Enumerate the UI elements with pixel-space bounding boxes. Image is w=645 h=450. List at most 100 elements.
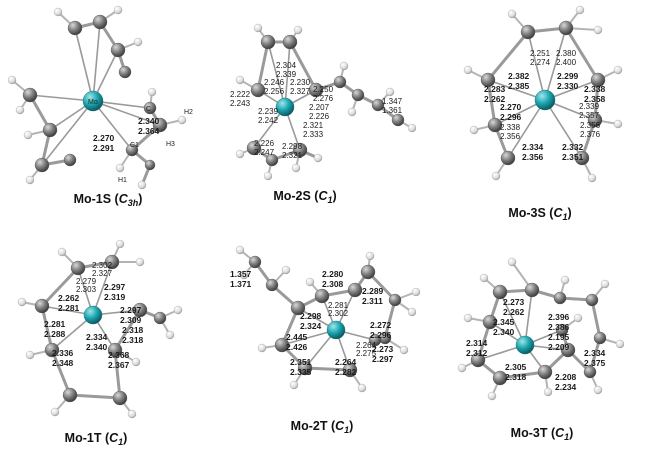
- molecule-mo-1s: [7, 5, 187, 190]
- distance-labels-mo-3t: 2.273 2.262 2.396 2.386 2.345 2.340 2.31…: [466, 297, 606, 392]
- distance-labels-mo-3s: 2.251 2.274 2.380 2.400 2.382 2.385 2.29…: [484, 49, 606, 162]
- distance-label: 2.357: [579, 111, 600, 120]
- distance-label: 2.340: [138, 116, 160, 126]
- distance-label: 2.321: [303, 121, 324, 130]
- distance-label: 2.367: [108, 360, 130, 370]
- distance-label: 2.275: [356, 349, 377, 358]
- distance-label: 2.288: [44, 329, 66, 339]
- distance-label: 2.309: [120, 315, 142, 325]
- distance-label: 2.376: [580, 130, 601, 139]
- distance-label: 2.345: [493, 317, 515, 327]
- distance-label: 2.334: [86, 332, 108, 342]
- distance-labels-mo-2s: 2.304 2.339 2.246 2.256 2.230 2.327 2.25…: [230, 61, 403, 160]
- distance-label: 2.281: [328, 301, 349, 310]
- distance-label: 2.296: [370, 330, 392, 340]
- distance-label: 2.351: [290, 357, 312, 367]
- atom-label: H3: [166, 141, 175, 148]
- distance-label: 2.445: [286, 332, 308, 342]
- distance-label: 2.262: [503, 307, 525, 317]
- panel-mo-1s: Mo C H2 H3 C1 H1 2.340 2.364 2.270 2.291…: [7, 5, 193, 208]
- distance-label: 2.281: [44, 319, 66, 329]
- distance-label: 2.195: [548, 332, 570, 342]
- distance-label: 2.339: [579, 102, 600, 111]
- distance-label: 1.371: [230, 279, 252, 289]
- distance-label: 2.380: [556, 49, 577, 58]
- distance-label: 2.340: [493, 327, 515, 337]
- distance-label: 2.243: [230, 99, 251, 108]
- distance-label: 2.298: [282, 142, 303, 151]
- distance-label: 2.356: [580, 121, 601, 130]
- distance-label: 2.356: [522, 152, 544, 162]
- distance-label: 2.338: [500, 123, 521, 132]
- panel-mo-3s: 2.251 2.274 2.380 2.400 2.382 2.385 2.29…: [463, 5, 623, 222]
- distance-label: 2.282: [335, 367, 357, 377]
- distance-label: 2.396: [548, 312, 570, 322]
- distance-label: 2.314: [466, 338, 488, 348]
- distance-label: 2.338: [584, 84, 606, 94]
- distance-label: 2.273: [503, 297, 525, 307]
- distance-label: 2.274: [530, 58, 551, 67]
- distance-label: 2.291: [93, 143, 115, 153]
- distance-label: 2.209: [548, 342, 570, 352]
- distance-label: 2.302: [92, 261, 113, 270]
- panel-mo-2s: 2.304 2.339 2.246 2.256 2.230 2.327 2.25…: [230, 23, 417, 205]
- distance-label: 2.276: [313, 94, 334, 103]
- distance-label: 2.375: [584, 358, 606, 368]
- distance-label: 2.302: [328, 309, 349, 318]
- distance-label: 2.280: [322, 269, 344, 279]
- atom-label: H2: [184, 109, 193, 116]
- distance-label: 2.222: [230, 90, 251, 99]
- distance-label: 2.321: [282, 151, 303, 160]
- distance-label: 2.318: [122, 325, 144, 335]
- distance-label: 2.297: [372, 354, 394, 364]
- atom-label: H1: [118, 177, 127, 184]
- distance-label: 2.251: [530, 49, 551, 58]
- atom-label: Mo: [88, 99, 98, 106]
- distance-label: 2.247: [254, 148, 275, 157]
- distance-label: 2.364: [138, 126, 160, 136]
- distance-label: 2.281: [58, 303, 80, 313]
- atom-label: C: [146, 106, 151, 113]
- distance-label: 2.264: [335, 357, 357, 367]
- distance-label: 2.382: [508, 71, 530, 81]
- distance-label: 2.262: [58, 293, 80, 303]
- atom-labels-mo-1s: Mo C H2 H3 C1 H1: [88, 99, 193, 184]
- structure-title: Mo-1T (C1): [65, 431, 128, 447]
- distance-labels-mo-1s: 2.340 2.364 2.270 2.291: [93, 116, 160, 153]
- distance-label: 2.312: [466, 348, 488, 358]
- structure-title: Mo-1S (C3h): [74, 192, 143, 208]
- molecule-mo-1t: [17, 239, 183, 419]
- distance-label: 2.334: [584, 348, 606, 358]
- distance-label: 2.330: [557, 81, 579, 91]
- distance-label: 2.327: [290, 87, 311, 96]
- distance-label: 2.226: [309, 112, 330, 121]
- structure-title: Mo-3T (C1): [511, 426, 574, 442]
- structure-title: Mo-3S (C1): [508, 206, 571, 222]
- distance-label: 2.303: [76, 285, 97, 294]
- atom-label: C1: [130, 142, 139, 149]
- distance-label: 2.356: [500, 132, 521, 141]
- distance-label: 1.347: [382, 97, 403, 106]
- distance-label: 2.250: [313, 85, 334, 94]
- molecule-mo-3s: [463, 5, 623, 183]
- distance-label: 2.272: [370, 320, 392, 330]
- distance-label: 2.332: [562, 142, 584, 152]
- distance-label: 2.279: [76, 277, 97, 286]
- distance-label: 2.256: [264, 87, 285, 96]
- distance-label: 2.339: [276, 70, 297, 79]
- distance-label: 2.426: [286, 342, 308, 352]
- distance-label: 2.226: [254, 139, 275, 148]
- distance-label: 2.358: [584, 94, 606, 104]
- distance-label: 2.297: [104, 282, 126, 292]
- panel-mo-3t: 2.273 2.262 2.396 2.386 2.345 2.340 2.31…: [457, 257, 625, 442]
- distance-label: 2.333: [303, 130, 324, 139]
- distance-label: 2.336: [52, 348, 74, 358]
- distance-label: 2.348: [52, 358, 74, 368]
- distance-label: 2.297: [120, 305, 142, 315]
- distance-label: 2.334: [522, 142, 544, 152]
- molecule-mo-2t: [235, 245, 421, 393]
- distance-label: 2.207: [309, 103, 330, 112]
- panel-mo-1t: 2.302 2.327 2.279 2.303 2.297 2.319 2.26…: [17, 239, 183, 447]
- distance-label: 2.368: [108, 350, 130, 360]
